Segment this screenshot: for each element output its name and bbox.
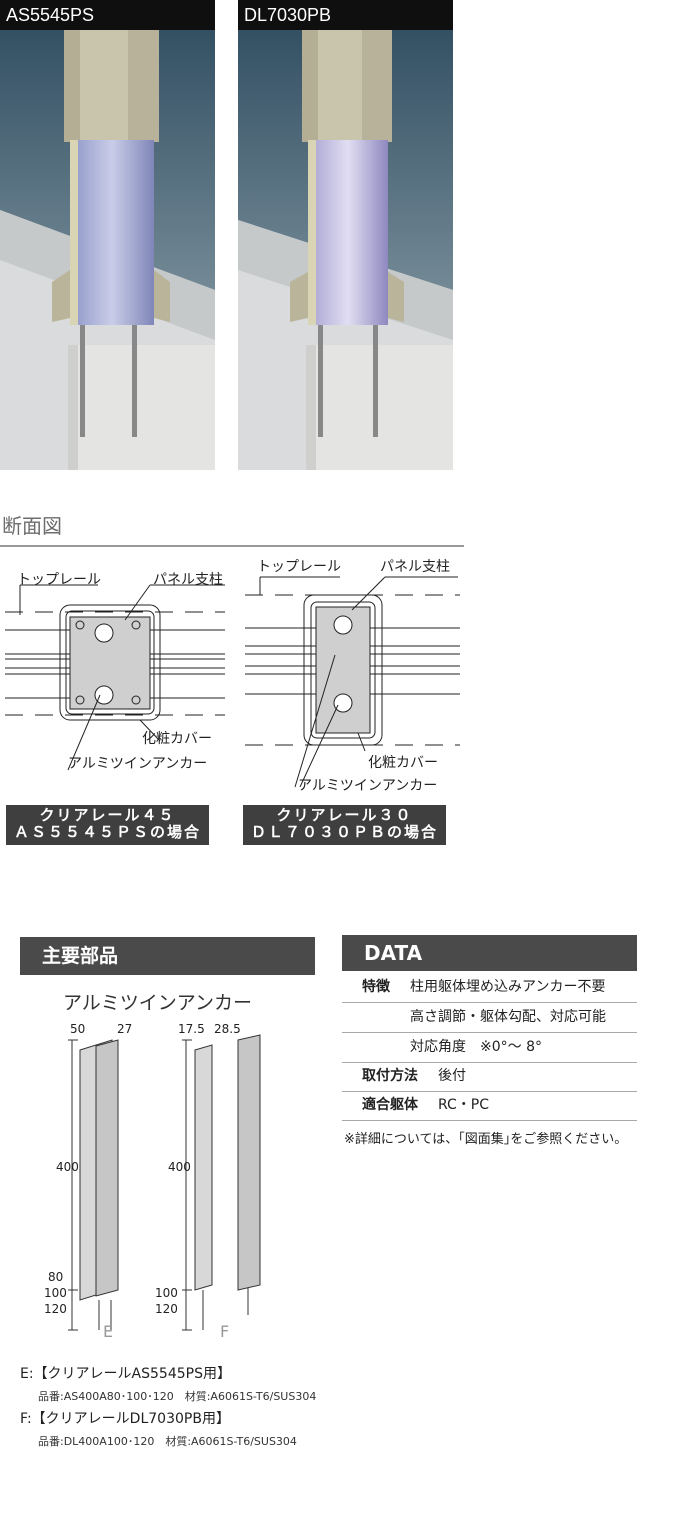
data-key: 取付方法 [362,1068,418,1084]
dim-e-len-120: 120 [44,1302,67,1316]
photo-label: AS5545PS [0,0,215,30]
dim-e-depth: 27 [117,1022,133,1036]
photo-as5545ps: AS5545PS [0,0,215,470]
dim-f-depth: 28.5 [214,1022,241,1036]
parts-subtitle: アルミツインアンカー [63,992,253,1014]
data-row: 特徴 柱用躯体埋め込みアンカー不要 [342,973,637,1003]
photo-label: DL7030PB [238,0,453,30]
dim-e-height: 400 [56,1160,79,1174]
label-anchor: アルミツインアンカー [298,778,438,794]
label-top-rail: トップレール [17,572,101,588]
dim-f-len-120: 120 [155,1302,178,1316]
caption-line-2: ＡＳ５５４５ＰＳの場合 [13,823,201,841]
data-value: 対応角度 ※0°～ 8° [410,1039,542,1055]
note-e-title: E:【クリアレールAS5545PS用】 [20,1366,231,1382]
cross-section-diagram-1 [5,584,225,771]
data-footnote: ※詳細については、｢図面集｣をご参照ください。 [344,1132,628,1147]
note-f-detail: 品番:DL400A100･120 材質:A6061S-T6/SUS304 [38,1435,297,1448]
data-row: 対応角度 ※0°～ 8° [342,1033,637,1063]
section-divider [0,545,464,547]
dim-e-len-100: 100 [44,1286,67,1300]
parts-header: 主要部品 [20,937,315,975]
label-panel-post: パネル支柱 [380,559,450,575]
data-key: 特徴 [362,979,390,995]
cross-section-diagram-2 [245,576,460,788]
data-value: 柱用躯体埋め込みアンカー不要 [410,979,606,995]
anchor-parts-drawing [68,1034,261,1331]
data-header: DATA [342,935,637,971]
dim-f-len-100: 100 [155,1286,178,1300]
data-row: 適合躯体 RC・PC [342,1091,637,1121]
part-letter-e: E [103,1322,114,1341]
data-row: 取付方法 後付 [342,1062,637,1092]
note-e-detail: 品番:AS400A80･100･120 材質:A6061S-T6/SUS304 [38,1390,317,1403]
part-letter-f: F [220,1322,230,1341]
section-title: 断面図 [2,514,62,538]
label-cover: 化粧カバー [368,755,438,771]
dim-f-width: 17.5 [178,1022,205,1036]
caption-diagram-2: クリアレール３０ ＤＬ７０３０ＰＢの場合 [243,805,446,845]
caption-diagram-1: クリアレール４５ ＡＳ５５４５ＰＳの場合 [6,805,209,845]
note-f-title: F:【クリアレールDL7030PB用】 [20,1411,230,1427]
data-value: RC・PC [438,1097,490,1113]
caption-line-2: ＤＬ７０３０ＰＢの場合 [250,823,438,841]
caption-line-1: クリアレール３０ [276,806,413,824]
dim-f-height: 400 [168,1160,191,1174]
label-cover: 化粧カバー [142,731,212,747]
label-top-rail: トップレール [257,559,341,575]
data-value: 後付 [438,1068,466,1084]
caption-line-1: クリアレール４５ [39,806,176,824]
dim-e-width: 50 [70,1022,86,1036]
dim-e-len-80: 80 [48,1270,64,1284]
data-key: 適合躯体 [362,1097,418,1113]
post-illustration-2 [238,0,453,470]
label-anchor: アルミツインアンカー [68,756,208,772]
photo-dl7030pb: DL7030PB [238,0,453,470]
data-value: 高さ調節・躯体勾配、対応可能 [410,1009,606,1025]
label-panel-post: パネル支柱 [153,572,223,588]
post-illustration-1 [0,0,215,470]
data-row: 高さ調節・躯体勾配、対応可能 [342,1003,637,1033]
